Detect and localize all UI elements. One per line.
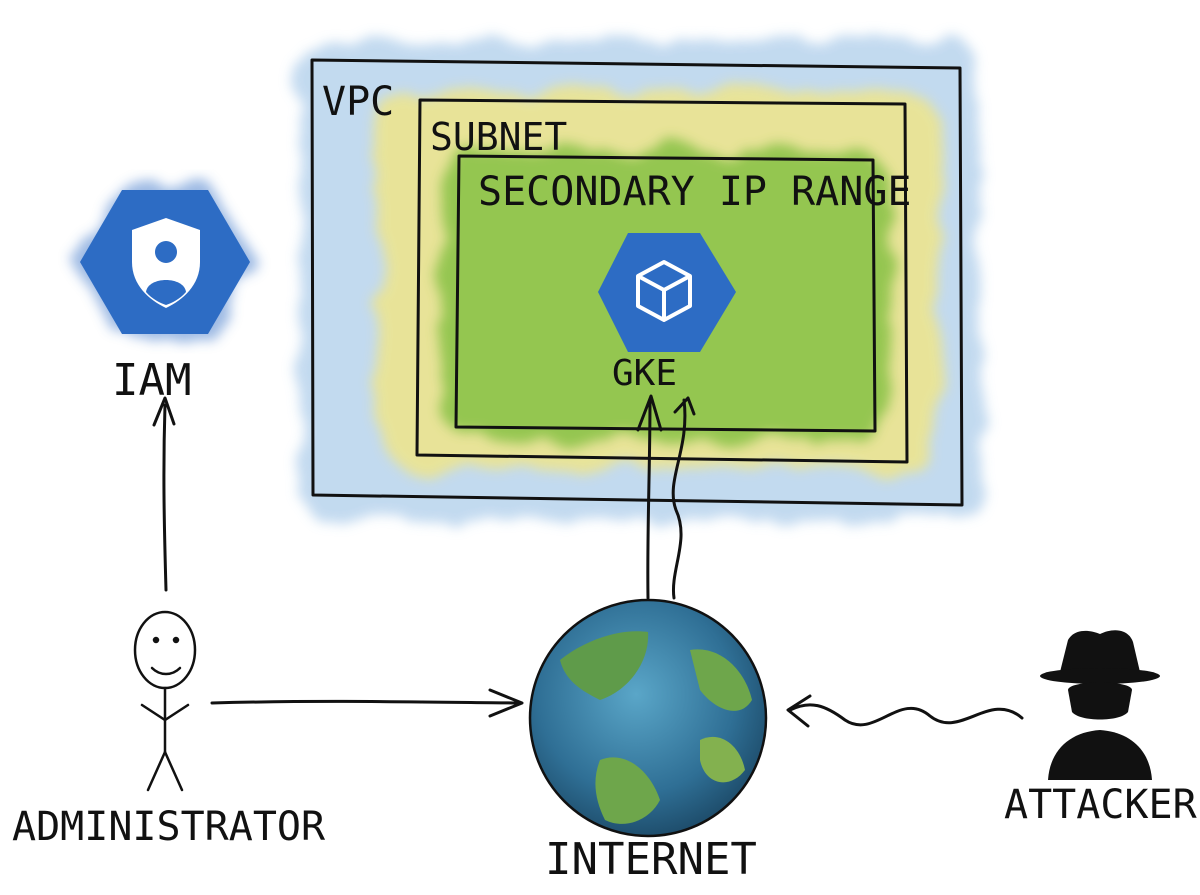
attacker-label: ATTACKER [1004, 782, 1198, 828]
administrator-label: ADMINISTRATOR [12, 804, 326, 850]
secondary-range-label: SECONDARY IP RANGE [478, 169, 911, 215]
gke-label: GKE [612, 353, 677, 394]
subnet-label: SUBNET [430, 115, 567, 159]
iam-shield-user-icon [74, 185, 258, 338]
internet-label: INTERNET [545, 834, 757, 885]
internet-to-gke-arrow [636, 394, 663, 600]
admin-to-internet-arrow [210, 688, 524, 718]
stick-figure-icon [133, 610, 197, 792]
secondary-range-box [454, 154, 877, 433]
globe-icon [528, 598, 768, 838]
attacker-to-internet-arrow [786, 694, 1024, 728]
internet-to-gke-wavy-arrow [671, 396, 696, 600]
subnet-box [415, 98, 909, 464]
spy-hat-icon [1040, 630, 1160, 780]
gke-cube-icon [598, 233, 736, 352]
iam-label: IAM [112, 355, 191, 406]
vpc-box [310, 58, 964, 507]
admin-to-iam-arrow [152, 396, 176, 592]
vpc-label: VPC [322, 79, 394, 125]
